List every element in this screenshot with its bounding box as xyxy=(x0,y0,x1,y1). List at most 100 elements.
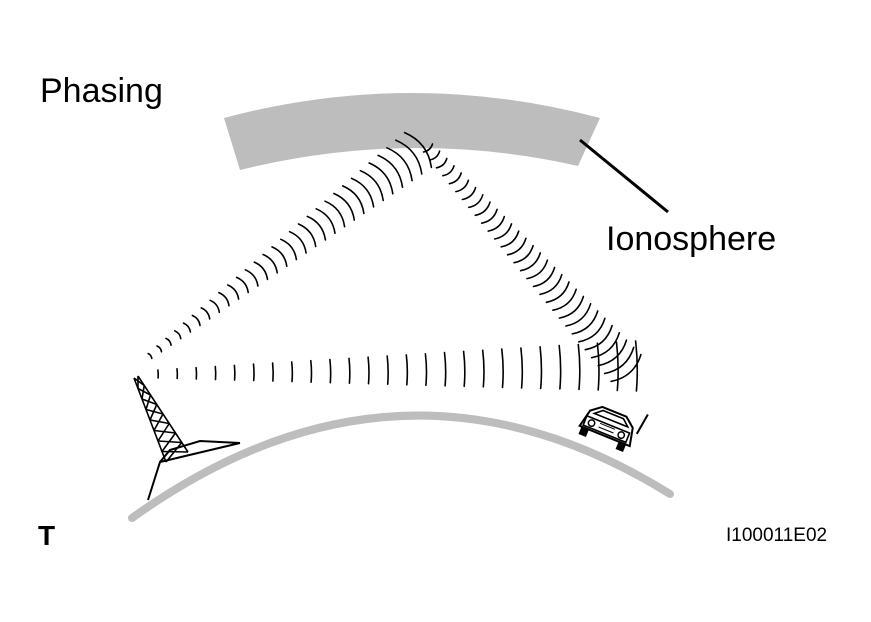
wavefront xyxy=(218,291,230,307)
wavefront xyxy=(526,259,549,280)
wavefront xyxy=(590,332,621,359)
wavefront xyxy=(610,353,642,383)
wavefront xyxy=(539,273,563,296)
wavefront xyxy=(481,349,485,388)
wavefront xyxy=(448,172,462,185)
wavefront xyxy=(324,200,346,228)
skywave-down xyxy=(422,143,642,383)
ionosphere-band xyxy=(224,93,600,170)
wavefront xyxy=(252,363,255,382)
wavefront xyxy=(493,223,513,240)
wavefront xyxy=(200,307,211,320)
wavefront xyxy=(350,177,375,208)
wavefront xyxy=(306,215,327,241)
car-icon xyxy=(578,405,649,452)
wavefront xyxy=(156,345,163,353)
tower-brace xyxy=(141,385,146,400)
wavefront xyxy=(280,238,298,261)
wavefront xyxy=(348,357,351,384)
wavefront xyxy=(227,284,240,300)
wavefront xyxy=(290,361,294,383)
wavefront xyxy=(173,330,182,340)
wavefront xyxy=(386,355,389,385)
wavefront xyxy=(520,347,524,389)
tower-brace xyxy=(141,398,158,406)
tower-brace xyxy=(157,423,170,442)
wavefront xyxy=(462,350,466,388)
wavefront xyxy=(461,186,477,201)
wavefront xyxy=(501,348,504,389)
wavefront xyxy=(468,194,484,209)
wavefront xyxy=(288,230,307,254)
wavefront xyxy=(367,356,370,385)
wavefront xyxy=(603,346,635,375)
wavefront xyxy=(487,215,506,232)
wavefront xyxy=(182,322,192,333)
wavefront xyxy=(333,192,356,221)
wavefront xyxy=(539,346,543,390)
wavefront xyxy=(500,230,520,248)
wavefront xyxy=(552,288,577,311)
wavefront xyxy=(584,324,613,351)
tower-brace xyxy=(133,377,145,387)
wavefront xyxy=(532,266,556,288)
wavefront xyxy=(615,341,619,392)
wavefront xyxy=(545,281,570,304)
wavefront xyxy=(519,252,542,272)
wavefront xyxy=(341,185,365,215)
wavefront xyxy=(565,303,592,327)
figure-code: I100011E02 xyxy=(726,525,828,546)
radio-tower-icon xyxy=(133,375,241,501)
wavefront xyxy=(315,208,336,235)
wavefront xyxy=(253,261,269,281)
tower-brace xyxy=(149,404,158,421)
tower-brace xyxy=(145,408,164,415)
wavefront xyxy=(506,237,527,256)
ionosphere-pointer-line xyxy=(579,138,669,214)
wavefront xyxy=(191,314,201,327)
wavefront xyxy=(297,223,317,248)
tower-brace xyxy=(165,441,183,463)
tower-brace xyxy=(161,432,177,452)
earth-surface xyxy=(128,411,674,522)
wavefront xyxy=(634,340,639,392)
wavefront xyxy=(558,344,562,390)
tower-brace xyxy=(145,394,152,410)
wavefront xyxy=(377,154,404,188)
wavefront xyxy=(244,269,259,287)
wavefront xyxy=(571,310,599,335)
wavefront xyxy=(513,244,534,264)
wavefront xyxy=(310,359,313,383)
wavefront xyxy=(422,143,434,153)
wavefront xyxy=(435,157,448,169)
wavefront xyxy=(443,351,447,387)
wavefront xyxy=(329,358,332,384)
diagram-title: Phasing xyxy=(40,72,163,110)
direct-wave xyxy=(157,340,639,392)
wavefront xyxy=(271,362,274,382)
wavefront xyxy=(368,162,394,195)
wavefront xyxy=(455,179,470,193)
wavefront xyxy=(442,165,455,177)
wavefront xyxy=(481,208,498,224)
wavefront xyxy=(359,169,384,202)
wavefront xyxy=(578,317,606,343)
wavefront xyxy=(403,131,433,169)
wavefront xyxy=(395,139,423,175)
wavefront xyxy=(577,343,581,391)
wavefront xyxy=(424,353,428,387)
wavefront xyxy=(262,253,278,274)
wavefront xyxy=(271,246,288,267)
corner-mark: T xyxy=(38,520,56,551)
skywave-up xyxy=(147,131,433,360)
tower-brace xyxy=(137,387,151,396)
wavefront xyxy=(235,276,249,294)
wavefront xyxy=(558,295,585,319)
tower-brace xyxy=(153,413,164,431)
wavefront xyxy=(386,147,413,182)
wavefront xyxy=(474,201,491,217)
wavefront xyxy=(147,352,153,360)
wavefront xyxy=(405,354,409,386)
